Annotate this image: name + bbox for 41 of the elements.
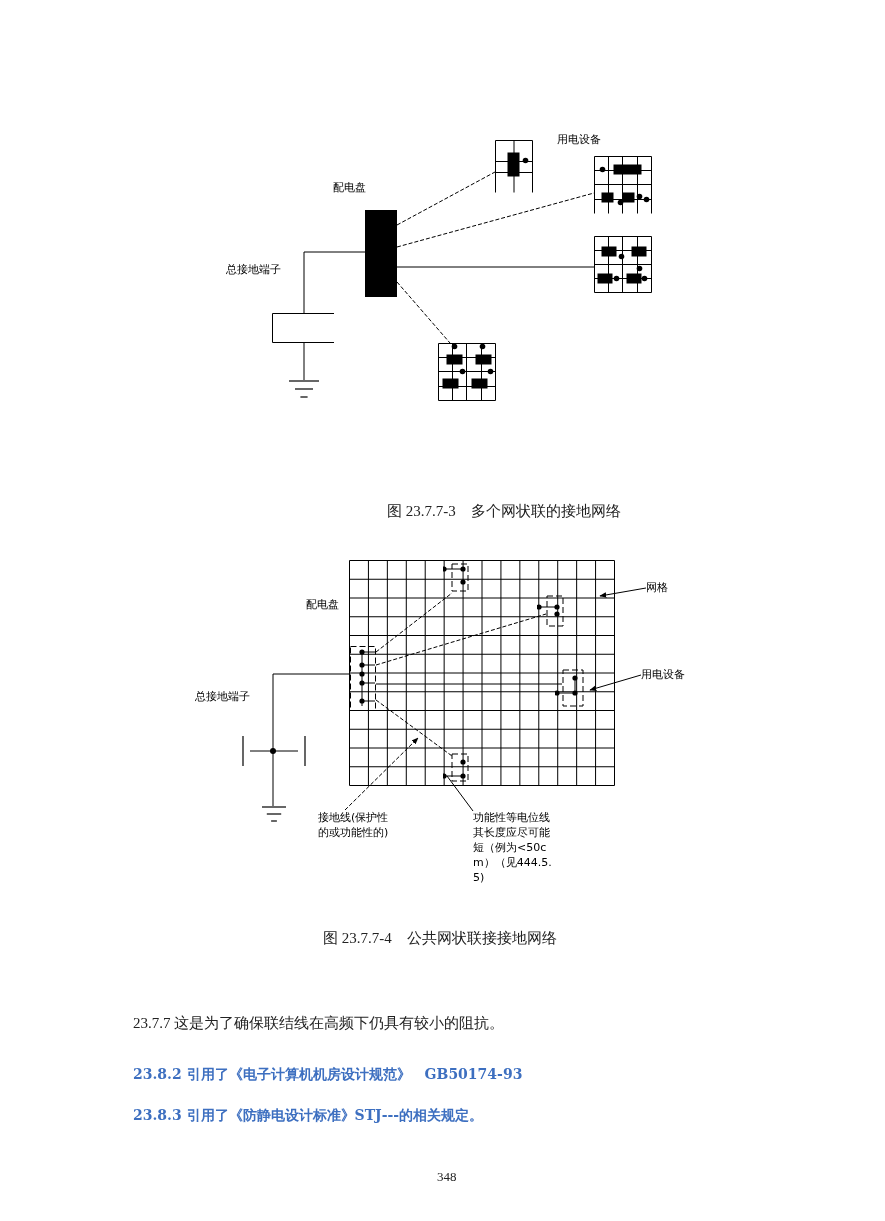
equipment-drawing: [438, 343, 496, 401]
leader-line: [446, 775, 474, 812]
distribution-board: [350, 646, 376, 711]
connector-line: [303, 342, 305, 381]
connector-line: [396, 171, 496, 226]
paragraph: 23.8.3 引用了《防静电设计标准》STJ---的相关规定。: [133, 1107, 484, 1125]
equipment-symbol: [443, 752, 470, 783]
equipment-symbol: [537, 595, 567, 627]
connector-line: [375, 683, 563, 685]
figure-caption: 图 23.7.7-3 多个网状联的接地网络: [387, 502, 621, 521]
page-number: 348: [437, 1169, 457, 1185]
annotation-text: 接地线(保护性的或功能性的): [318, 810, 398, 840]
caption-text: 用电设备: [557, 133, 601, 147]
node-label: 配电盘: [333, 181, 366, 195]
leader-line: [599, 587, 647, 598]
equipment-drawing: [594, 236, 652, 293]
equipment-drawing: [495, 140, 533, 193]
equipment-drawing: [594, 156, 652, 214]
leader-line: [344, 737, 419, 811]
connector-line: [272, 673, 351, 737]
annotation-text: 功能性等电位线其长度应尽可能短（例为<50cm）（见444.5.5): [473, 810, 555, 885]
node-label: 总接地端子: [226, 263, 281, 277]
paragraph: 23.7.7 这是为了确保联结线在高频下仍具有较小的阻抗。: [133, 1014, 505, 1033]
equipment-symbol: [443, 562, 470, 593]
figure-caption: 图 23.7.7-4 公共网状联接接地网络: [323, 929, 557, 948]
connector-line: [375, 592, 453, 653]
annotation-text: 网格: [646, 580, 668, 595]
connector-line: [272, 765, 274, 807]
caption-text: 配电盘: [306, 598, 339, 612]
paragraph: 23.8.2 引用了《电子计算机机房设计规范》 GB50174-93: [133, 1066, 523, 1084]
ground-symbol: [262, 806, 286, 822]
leader-line: [589, 674, 642, 691]
connector-line: [375, 699, 453, 757]
connector-line: [396, 192, 595, 248]
node-label: 总接地端子: [195, 690, 250, 704]
connector-line: [396, 281, 451, 344]
annotation-text: 用电设备: [641, 667, 685, 682]
connector-line: [396, 266, 595, 268]
ground-symbol: [289, 380, 319, 398]
connector-line: [375, 613, 547, 666]
connector-line: [303, 251, 366, 314]
